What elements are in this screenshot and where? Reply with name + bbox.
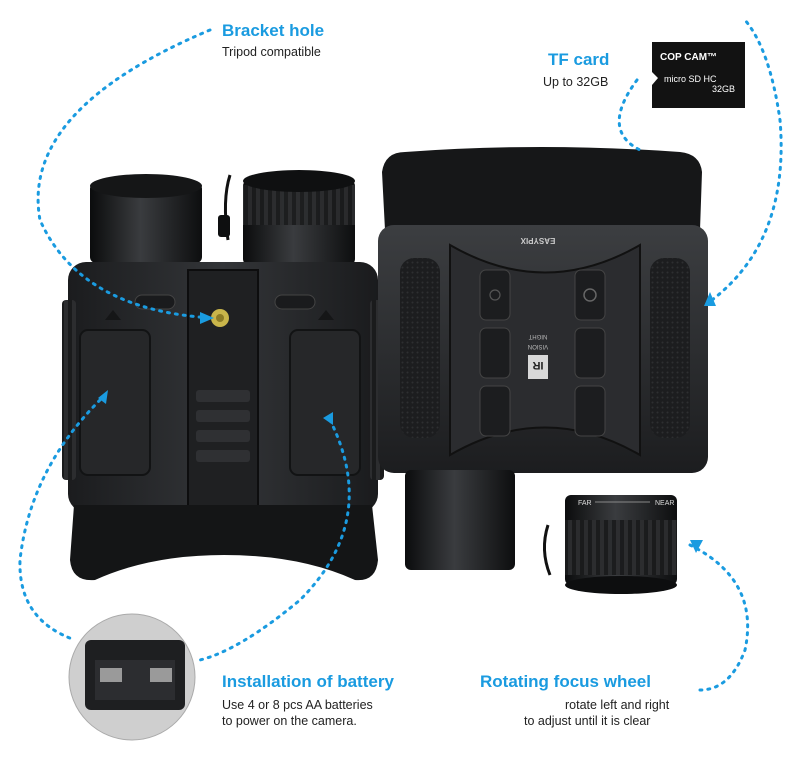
center-slider xyxy=(196,390,250,462)
battery-detail-image xyxy=(68,613,196,741)
right-eyecup xyxy=(382,147,702,230)
left-tube-a xyxy=(90,183,202,263)
vision-label: VISION xyxy=(528,343,548,349)
far-label: FAR xyxy=(578,500,592,507)
right-tube-a xyxy=(405,470,515,570)
focus-line2: to adjust until it is clear xyxy=(524,714,651,728)
brand-label: EASYPIX xyxy=(520,236,555,245)
battery-line1: Use 4 or 8 pcs AA batteries xyxy=(222,698,373,712)
callout-lines xyxy=(18,18,783,692)
bracket-subtitle: Tripod compatible xyxy=(222,45,321,59)
battery-callout xyxy=(18,398,102,642)
tfcard-title: TF card xyxy=(548,50,610,69)
near-label: NEAR xyxy=(655,500,674,507)
battery-cover-right xyxy=(289,329,361,476)
card-logo: micro SD HC xyxy=(664,74,717,84)
bracket-callout xyxy=(36,28,214,320)
grip-left xyxy=(400,258,440,438)
battery-line2: to power on the camera. xyxy=(222,714,357,728)
left-eyecup xyxy=(70,505,378,581)
night-label: NIGHT xyxy=(528,333,547,339)
left-binocular xyxy=(62,170,384,581)
grip-right xyxy=(650,258,690,438)
battery-cover-left xyxy=(79,329,151,476)
ir-badge: IR xyxy=(532,359,543,371)
focus-line1: rotate left and right xyxy=(565,698,670,712)
tfcard-subtitle: Up to 32GB xyxy=(543,75,609,89)
battery-title: Installation of battery xyxy=(222,672,394,691)
card-capacity: 32GB xyxy=(712,84,735,94)
focus-callout xyxy=(688,543,750,692)
tf-card-image: COP CAM™ micro SD HC 32GB xyxy=(652,42,745,108)
card-brand: COP CAM™ xyxy=(660,52,717,63)
right-binocular: IR NIGHT VISION EASYPIX FAR NEAR xyxy=(378,147,708,594)
bracket-title: Bracket hole xyxy=(222,21,325,40)
focus-title: Rotating focus wheel xyxy=(480,672,651,691)
